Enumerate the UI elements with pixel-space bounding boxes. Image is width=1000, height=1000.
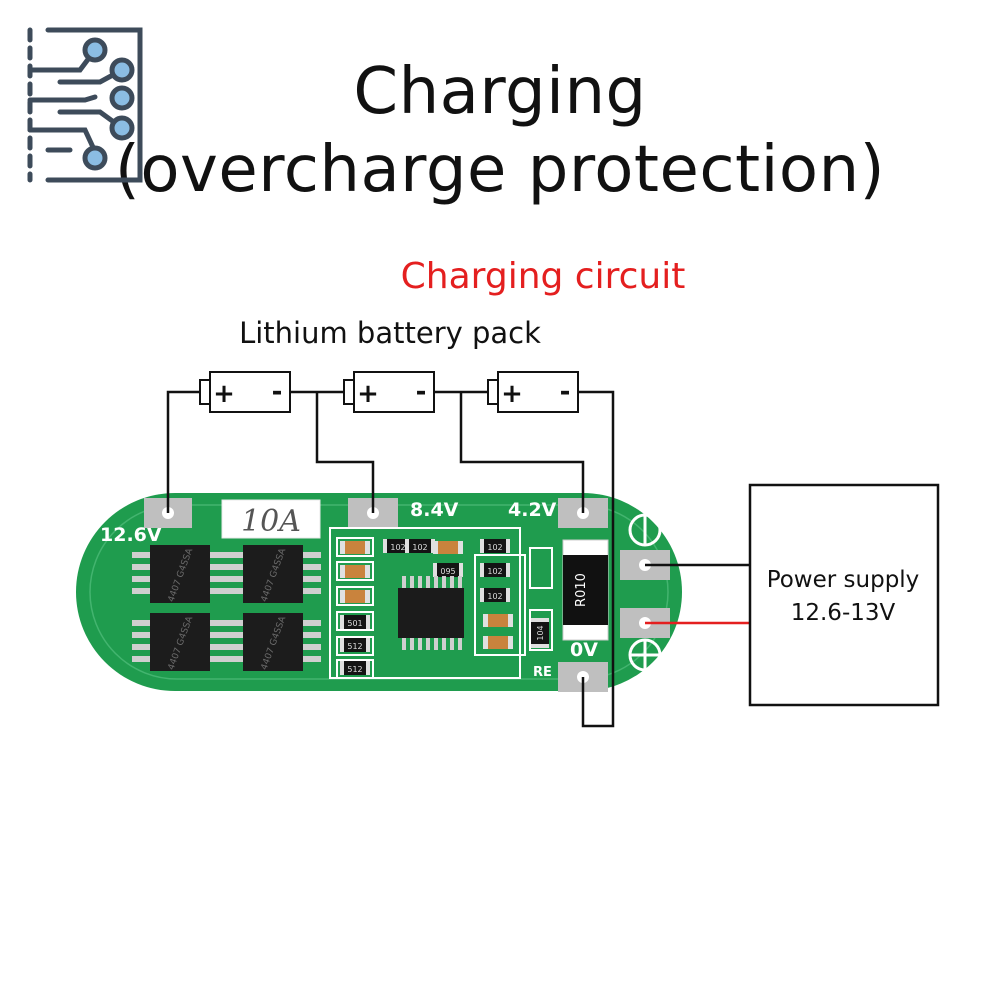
resistor: 102 [405,539,435,553]
capacitor [483,614,513,627]
minus-terminal-icon [628,513,662,547]
pad-label-0v: 0V [570,639,598,661]
circuit-traces-icon [27,27,143,183]
battery-cell-2: + - [343,371,435,413]
capacitor [340,565,370,578]
wire-pack-negative [578,390,615,728]
mosfet-chip: 4407 G4SSA [132,613,228,671]
capacitor [340,541,370,554]
resistor-marking: 501 [347,619,362,628]
resistor-marking: 095 [440,567,455,576]
resistor: 102 [480,539,510,553]
shunt-marking: R010 [574,573,589,607]
wire-tap-4v2 [459,392,585,513]
resistor: 102 [480,588,510,602]
controller-ic [398,576,464,650]
rating-box [221,499,321,539]
mosfet-chip: 4407 G4SSA [132,545,228,603]
resistor-marking: 512 [347,642,362,651]
battery-cell-1: + - [199,371,291,413]
cell-3-minus: - [560,377,571,407]
pad-label-8v4: 8.4V [410,499,459,521]
power-supply-label: Power supply [767,567,920,593]
protection-board: 10A 12.6V 8.4V 4.2V 0V RE [76,493,682,692]
resistor-marking: 104 [536,625,545,640]
resistor: 512 [340,638,370,652]
resistor: 095 [433,563,463,577]
passive-components: 102 102 102 102 095 501 512 512 102 104 [340,539,549,675]
wire-pack-positive [166,390,200,513]
mosfet-chip: 4407 G4SSA [225,613,321,671]
battery-cell-3: + - [487,371,579,413]
silkscreen-outlines [329,527,553,679]
power-supply-box: Power supply 12.6-13V [748,483,940,707]
mosfet-chip: 4407 G4SSA [225,545,321,603]
pad-label-12v6: 12.6V [100,524,162,546]
pad-label-4v2: 4.2V [508,499,557,521]
resistor-marking: 102 [487,543,502,552]
section-label: Charging circuit [401,256,686,297]
cell-1-minus: - [272,377,283,407]
title-line-2: (overcharge protection) [114,133,886,207]
wire-tap-8v4 [315,392,375,513]
plus-terminal-icon [628,638,662,672]
capacitor [340,590,370,603]
resistor-marking: 102 [487,592,502,601]
resistor: 104 [531,618,549,648]
cell-2-minus: - [416,377,427,407]
wiring [166,390,750,728]
rating-label: 10A [241,504,301,539]
resistor-marking: 512 [347,665,362,674]
re-label: RE [533,665,552,680]
capacitor [483,636,513,649]
resistor-marking: 102 [487,567,502,576]
resistor-marking: 102 [412,543,427,552]
shunt-resistor: R010 [562,539,609,641]
resistor: 102 [480,563,510,577]
power-supply-voltage: 12.6-13V [791,600,896,626]
cell-1-plus: + [213,379,235,409]
resistor-marking: 102 [390,543,405,552]
battery-pack-label: Lithium battery pack [239,316,541,350]
resistor: 512 [340,661,370,675]
title-line-1: Charging [353,55,647,129]
cell-2-plus: + [357,379,379,409]
resistor: 501 [340,615,370,629]
cell-3-plus: + [501,379,523,409]
capacitor [433,541,463,554]
